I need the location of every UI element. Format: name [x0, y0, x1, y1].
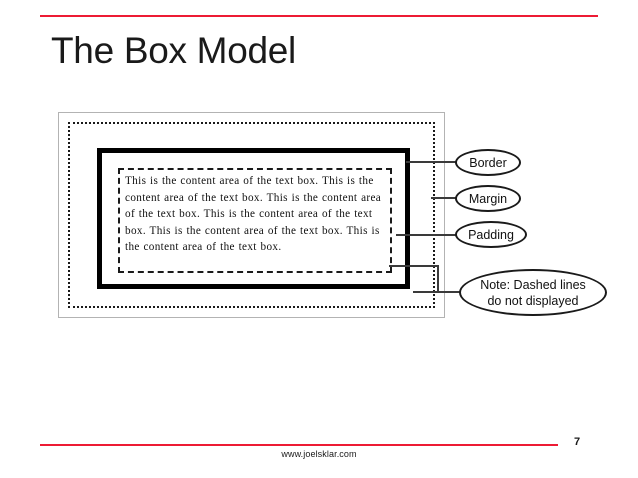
callout-note-line-1: Note: Dashed lines [480, 277, 586, 292]
callout-padding: Padding [455, 221, 527, 248]
footer-url: www.joelsklar.com [281, 449, 357, 459]
content-area-text: This is the content area of the text box… [125, 175, 382, 254]
page-title: The Box Model [51, 30, 296, 71]
leader-line-border [406, 161, 458, 163]
callout-note: Note: Dashed lines do not displayed [459, 269, 607, 316]
leader-line-margin [431, 197, 458, 199]
leader-bracket-note [389, 265, 463, 293]
margin-area-box [68, 122, 435, 308]
leader-line-padding [396, 234, 458, 236]
callout-note-line-2: do not displayed [487, 293, 579, 308]
border-area-box [97, 148, 410, 289]
footer-accent-rule [40, 444, 558, 446]
header-accent-rule [40, 15, 598, 17]
callout-border: Border [455, 149, 521, 176]
content-area-box: This is the content area of the text box… [118, 168, 392, 273]
page-number: 7 [574, 436, 581, 448]
callout-margin: Margin [455, 185, 521, 212]
bracket-vertical-segment [437, 265, 439, 293]
bracket-top-segment [389, 265, 439, 267]
bracket-bottom-segment [413, 291, 463, 293]
containing-block-frame [58, 112, 445, 318]
